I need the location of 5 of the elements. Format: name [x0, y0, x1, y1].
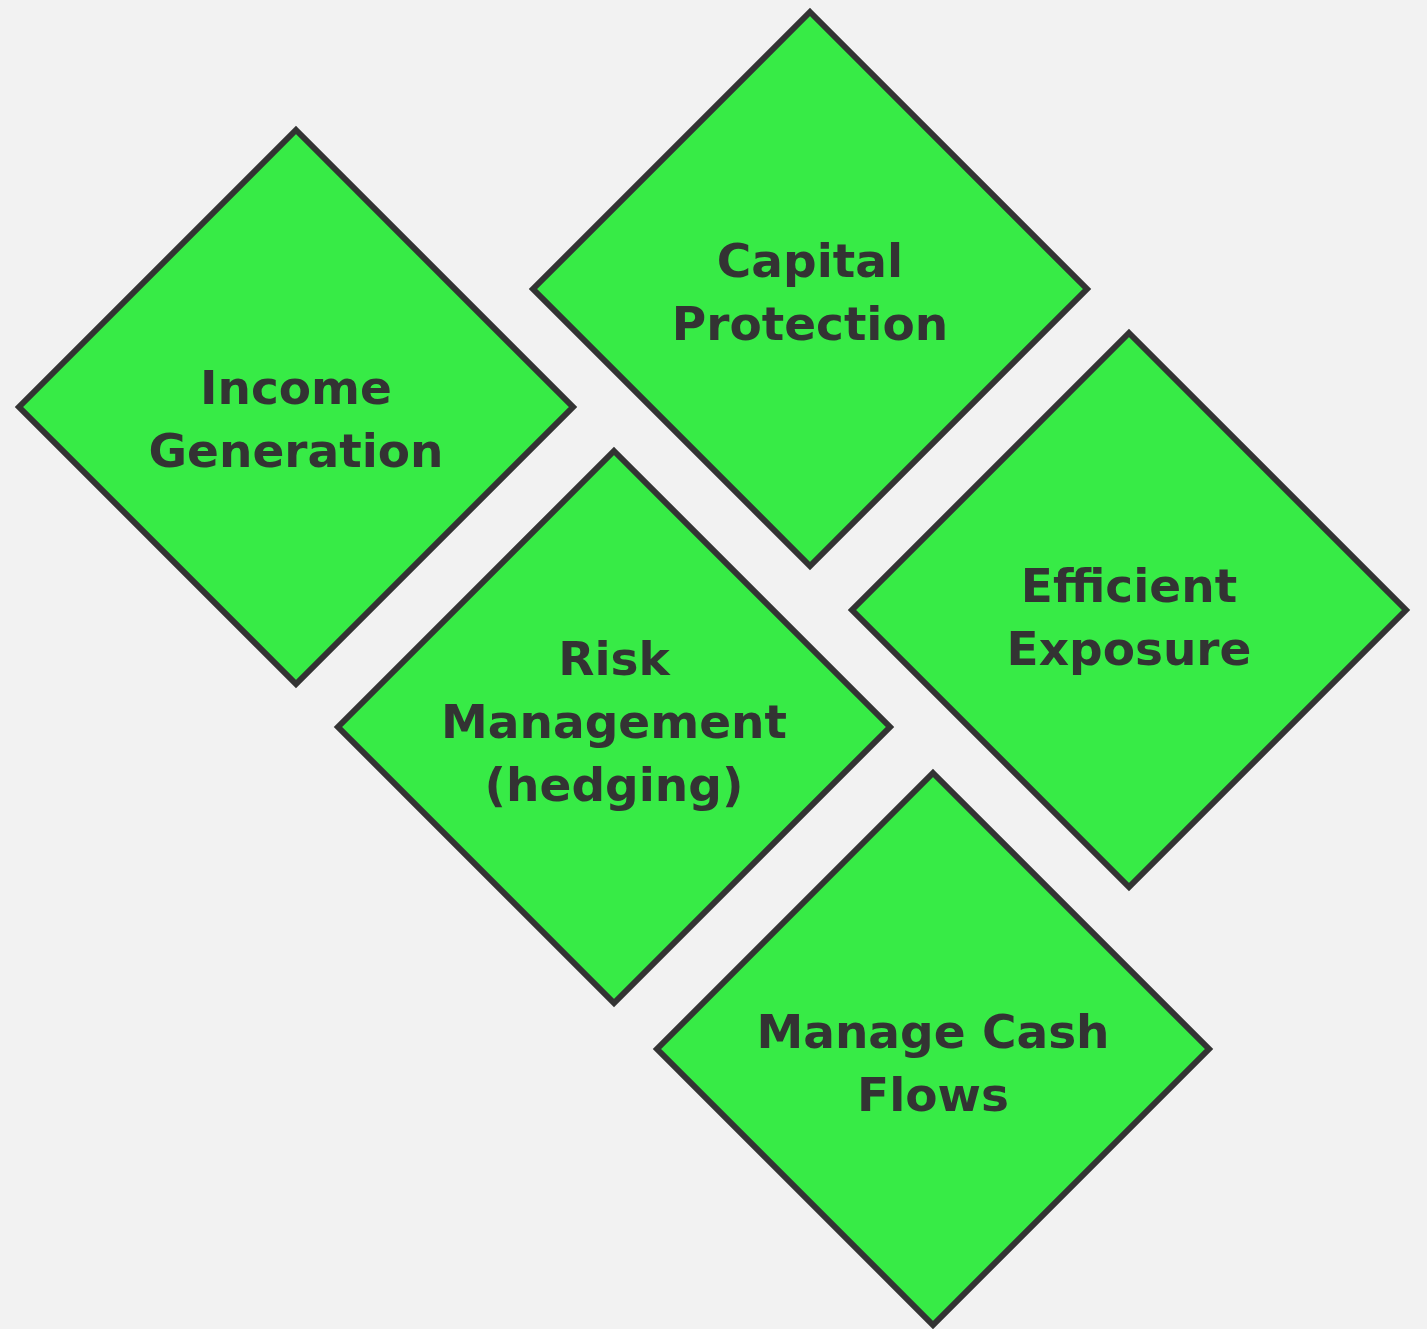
diamond-label: Risk Management (hedging)	[440, 629, 788, 814]
diamond-label: Capital Protection	[670, 232, 950, 353]
diamond-label: Efficient Exposure	[1005, 557, 1253, 678]
diamond-label: Manage Cash Flows	[755, 1003, 1111, 1124]
diamond-label: Income Generation	[147, 359, 445, 480]
